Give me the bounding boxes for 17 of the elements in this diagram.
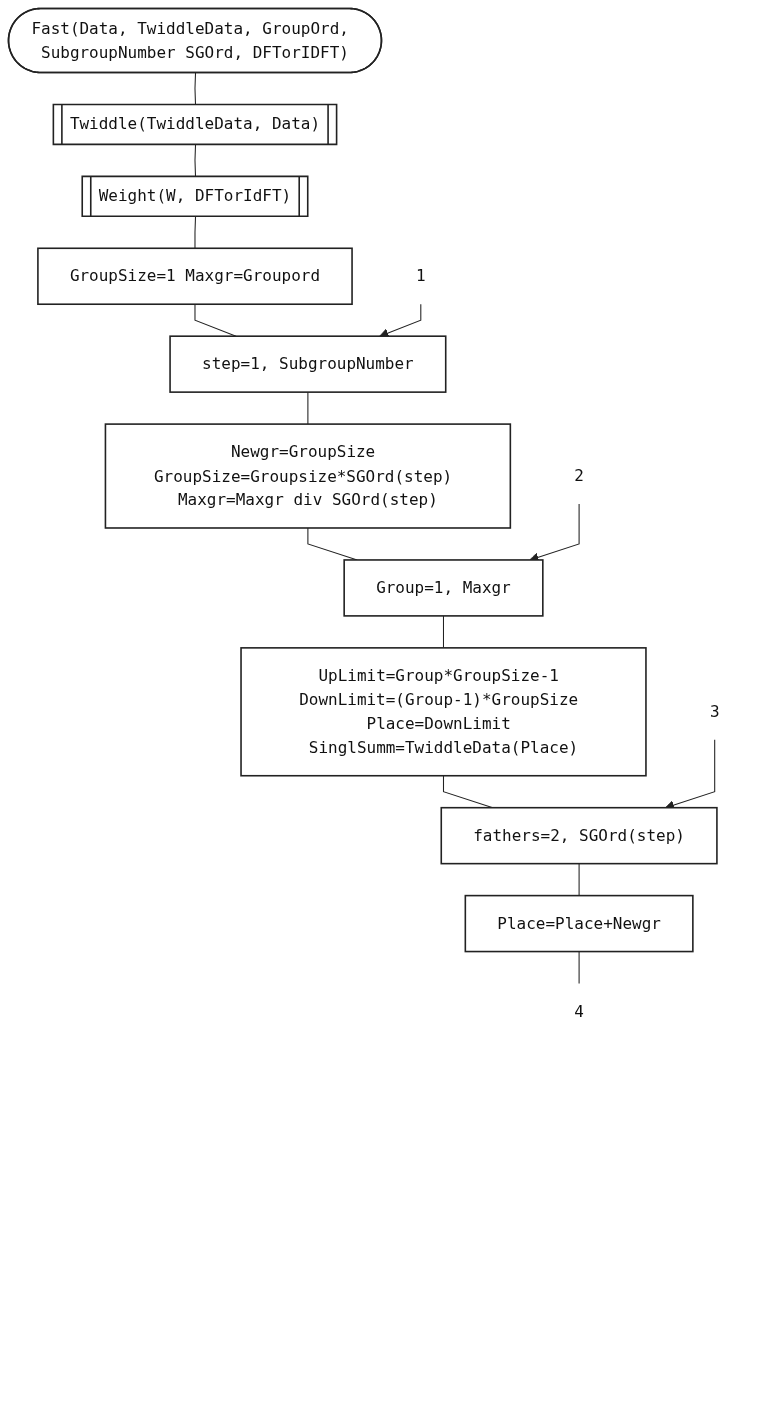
node-text: 4 <box>574 1001 584 1021</box>
node-box: Newgr=GroupSize GroupSize=Groupsize*SGOrd(step) Maxgr=Maxgr div SGOrd(step) <box>104 423 512 529</box>
connector <box>194 216 197 249</box>
node-text: 3 <box>709 701 720 722</box>
arrow <box>379 303 422 338</box>
node-text: 2 <box>574 466 584 486</box>
connector <box>307 391 309 425</box>
node-text: 1 <box>415 266 426 286</box>
node-box: Place=Place+Newgr <box>464 894 694 953</box>
node-box: GroupSize=1 Maxgr=Groupord <box>37 247 353 306</box>
node-box: Group=1, Maxgr <box>343 559 544 617</box>
node-box: UpLimit=Group*GroupSize-1 DownLimit=(Group-1)*GroupSize Place=DownLimit SinglSumm=TwiddleData(Place) <box>240 647 647 777</box>
node-box: fathers=2, SGOrd(step) <box>440 806 718 865</box>
connector <box>578 951 580 985</box>
node-box: step=1, SubgroupNumber <box>169 335 447 393</box>
connector <box>442 615 445 649</box>
connector <box>578 863 580 897</box>
